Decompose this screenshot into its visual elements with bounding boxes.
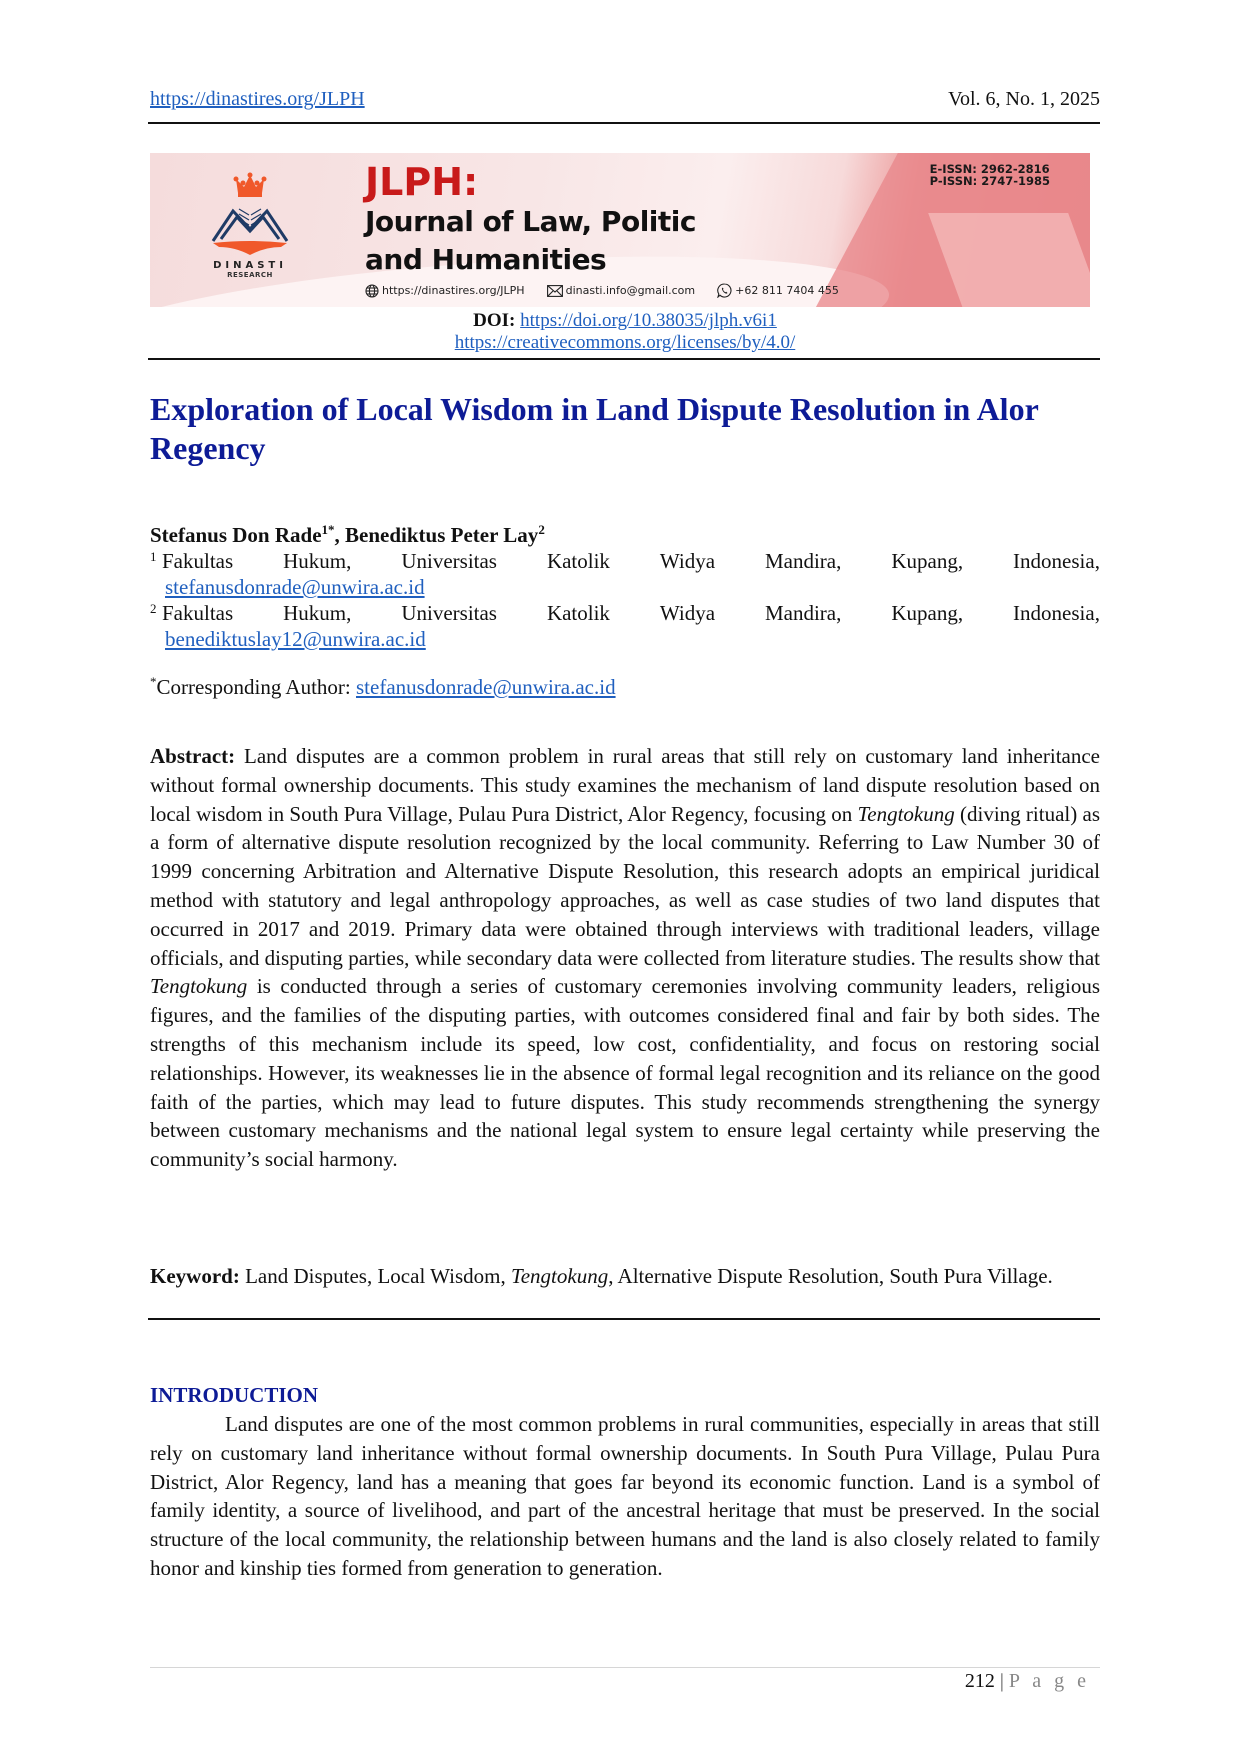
- corresponding-star: *: [150, 674, 157, 689]
- running-header: https://dinastires.org/JLPH Vol. 6, No. …: [150, 88, 1100, 111]
- affiliation-word: Widya: [659, 549, 716, 573]
- affiliation-word: Mandira,: [764, 549, 842, 573]
- journal-banner: DINASTI RESEARCH JLPH: Journal of Law, P…: [150, 153, 1090, 307]
- author-1-affiliation-mark: 1*: [321, 522, 335, 537]
- header-divider: [148, 122, 1100, 124]
- abstract-label: Abstract:: [150, 744, 236, 768]
- affiliation-word: Indonesia,: [1013, 601, 1100, 625]
- page-footer: 212 | P a g e: [965, 1670, 1090, 1693]
- mail-icon: [546, 284, 563, 297]
- affiliation-2-email-link[interactable]: benediktuslay12@unwira.ac.id: [165, 627, 426, 651]
- corresponding-author: *Corresponding Author: stefanusdonrade@u…: [150, 674, 1100, 700]
- crown-book-icon: [211, 172, 289, 255]
- author-1: Stefanus Don Rade: [150, 523, 322, 547]
- footer-divider: [150, 1667, 1100, 1668]
- author-2-affiliation-mark: 2: [538, 522, 545, 537]
- affiliation-1: 1 Fakultas Hukum, Universitas Katolik Wi…: [150, 548, 1100, 574]
- affiliation-word: Widya: [659, 601, 716, 625]
- banner-email: dinasti.info@gmail.com: [565, 284, 696, 297]
- banner-phone: +62 811 7404 455: [735, 284, 839, 297]
- dinasti-logo: DINASTI RESEARCH: [205, 171, 295, 279]
- journal-name-line1: Journal of Law, Politic: [365, 205, 696, 238]
- keywords-term: Tengtokung: [510, 1264, 609, 1288]
- journal-url-link[interactable]: https://dinastires.org/JLPH: [150, 88, 365, 110]
- corresponding-label: Corresponding Author:: [156, 675, 356, 699]
- affiliation-word: Indonesia,: [1013, 549, 1100, 573]
- abstract: Abstract: Land disputes are a common pro…: [150, 742, 1100, 1174]
- introduction-paragraph: Land disputes are one of the most common…: [150, 1412, 1100, 1580]
- doi-divider: [148, 358, 1100, 360]
- affiliation-number: 1: [150, 549, 157, 564]
- globe-icon: [365, 283, 379, 298]
- affiliation-word: Hukum,: [283, 601, 352, 625]
- affiliation-word: Universitas: [401, 601, 497, 625]
- author-separator: ,: [334, 523, 346, 547]
- keywords-text: Land Disputes, Local Wisdom,: [239, 1264, 511, 1288]
- page-label: P a g e: [1008, 1670, 1090, 1692]
- abstract-term: Tengtokung: [150, 974, 248, 999]
- author-names: Stefanus Don Rade1*, Benediktus Peter La…: [150, 522, 1100, 548]
- banner-website: https://dinastires.org/JLPH: [382, 284, 525, 297]
- journal-name-line2: and Humanities: [365, 243, 607, 276]
- keywords-text: , Alternative Dispute Resolution, South …: [608, 1264, 1053, 1288]
- journal-abbreviation: JLPH:: [365, 160, 479, 204]
- abstract-text: is conducted through a series of customa…: [150, 974, 1100, 1172]
- e-issn: E-ISSN: 2962-2816: [929, 162, 1050, 176]
- affiliation-word: Universitas: [401, 549, 497, 573]
- authors-block: Stefanus Don Rade1*, Benediktus Peter La…: [150, 522, 1100, 700]
- publisher-name: DINASTI: [213, 260, 287, 271]
- keywords-label: Keyword:: [150, 1264, 240, 1288]
- whatsapp-phone-icon: [717, 283, 732, 298]
- affiliation-number: 2: [150, 601, 157, 616]
- corresponding-email-link[interactable]: stefanusdonrade@unwira.ac.id: [356, 675, 616, 699]
- affiliation-word: Kupang,: [891, 601, 964, 625]
- page-number: 212: [964, 1670, 995, 1692]
- introduction-heading: INTRODUCTION: [150, 1383, 319, 1407]
- publisher-subname: RESEARCH: [227, 271, 273, 279]
- banner-contacts: https://dinastires.org/JLPH dinasti.info…: [365, 283, 839, 298]
- affiliation-1-email-link[interactable]: stefanusdonrade@unwira.ac.id: [165, 575, 425, 599]
- affiliation-word: Katolik: [546, 549, 610, 573]
- doi-label: DOI:: [473, 310, 516, 331]
- affiliation-word: Hukum,: [283, 549, 352, 573]
- affiliation-2: 2 Fakultas Hukum, Universitas Katolik Wi…: [150, 600, 1100, 626]
- issn-block: E-ISSN: 2962-2816 P-ISSN: 2747-1985: [930, 163, 1050, 187]
- license-link[interactable]: https://creativecommons.org/licenses/by/…: [454, 332, 796, 353]
- author-2: Benediktus Peter Lay: [345, 523, 539, 547]
- doi-block: DOI: https://doi.org/10.38035/jlph.v6i1 …: [150, 310, 1100, 354]
- article-title: Exploration of Local Wisdom in Land Disp…: [150, 391, 1039, 466]
- affiliation-word: Kupang,: [891, 549, 964, 573]
- abstract-term: Tengtokung: [857, 801, 955, 826]
- keywords-divider: [148, 1318, 1100, 1320]
- p-issn: P-ISSN: 2747-1985: [929, 174, 1050, 188]
- abstract-text: Land disputes are a common problem in ru…: [150, 744, 1100, 826]
- affiliation-word: Fakultas: [162, 549, 234, 573]
- affiliation-word: Mandira,: [764, 601, 842, 625]
- affiliation-word: Fakultas: [162, 601, 234, 625]
- doi-link[interactable]: https://doi.org/10.38035/jlph.v6i1: [520, 310, 777, 331]
- volume-info: Vol. 6, No. 1, 2025: [948, 88, 1100, 110]
- affiliation-word: Katolik: [546, 601, 610, 625]
- keywords: Keyword: Land Disputes, Local Wisdom, Te…: [150, 1262, 1100, 1291]
- abstract-text: (diving ritual) as a form of alternative…: [150, 801, 1100, 970]
- journal-title-block: JLPH: Journal of Law, Politic and Humani…: [365, 161, 696, 279]
- footer-separator: |: [999, 1670, 1004, 1692]
